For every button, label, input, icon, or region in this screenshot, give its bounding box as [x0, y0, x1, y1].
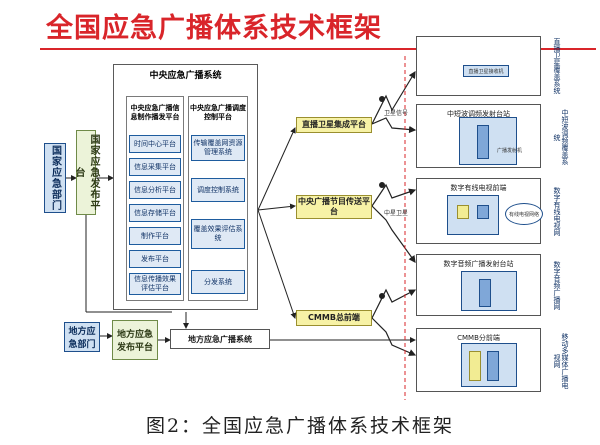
- national-emergency-dept: 国家应急部门: [44, 143, 66, 213]
- station-title: 中短波调频发射台站: [447, 110, 510, 118]
- station-panel: CMMB分前端: [416, 328, 541, 392]
- local-emergency-dept: 地方应急部门: [64, 322, 100, 352]
- station-inner-label: 直播卫星接收机: [468, 69, 504, 75]
- central-program-transmission-platform: 中央广播节目传送平台: [296, 195, 372, 219]
- national-release-platform: 国家应急发布平台: [73, 130, 99, 215]
- receiver-block: [463, 65, 509, 77]
- central-system-title: 中央应急广播系统: [149, 71, 222, 81]
- transmitter-block: [477, 125, 489, 159]
- left-cell: 发布平台: [129, 250, 181, 268]
- left-cell: 时间中心平台: [129, 135, 181, 153]
- satellite-integration-platform: 直播卫星集成平台: [296, 117, 372, 133]
- local-release-platform: 地方应急发布平台: [112, 320, 158, 360]
- station-title: CMMB分前端: [457, 334, 500, 342]
- title-underline: [40, 48, 596, 50]
- local-broadcast-system: 地方应急广播系统: [170, 329, 270, 349]
- left-cell: 信息存储平台: [129, 204, 181, 222]
- station-tag: 数字音频广播网: [553, 260, 561, 310]
- left-cell: 信息采集平台: [129, 158, 181, 176]
- cable-frontend-box: [447, 195, 499, 235]
- left-cell: 制作平台: [129, 227, 181, 245]
- right-cell: 分发系统: [191, 270, 245, 294]
- figure-caption: 图2：全国应急广播体系技术框架: [145, 415, 455, 437]
- cable-yellow-block: [457, 205, 469, 219]
- right-cell: 调度控制系统: [191, 178, 245, 202]
- station-tag: 数字有线电视网: [553, 186, 561, 236]
- station-panel: 数字有线电视前端 有线电视网络: [416, 178, 543, 244]
- cable-network-cloud: [505, 203, 543, 225]
- cmmb-yellow-block: [469, 351, 481, 381]
- station-tag: 直播卫星覆盖系统: [553, 38, 561, 94]
- station-inner-label: 广播发射机: [497, 148, 523, 154]
- station-tag: 移动多媒体广播电视网: [553, 333, 569, 389]
- right-cell: 覆盖效果评估系统: [191, 219, 245, 249]
- dab-block: [479, 279, 491, 307]
- station-title: 数字有线电视前端: [450, 184, 507, 192]
- cable-blue-block: [477, 205, 489, 219]
- link-label: 中星卫星: [384, 210, 409, 217]
- page-title: 全国应急广播体系技术框架: [46, 13, 382, 44]
- production-platform-header: 中央应急广播信息制作播发平台: [130, 104, 180, 121]
- cmmb-blue-block: [487, 351, 499, 381]
- link-label: 卫星信号: [384, 110, 409, 117]
- station-panel: 数字音频广播发射台站: [416, 254, 541, 316]
- right-cell: 传输覆盖网资源管理系统: [191, 135, 245, 161]
- station-tag: 中短波调频覆盖系统: [553, 109, 569, 165]
- cmmb-head-end: CMMB总前端: [296, 310, 372, 326]
- left-cell: 信息传播效果评估平台: [129, 273, 181, 295]
- station-title: 数字音频广播发射台站: [443, 260, 514, 268]
- station-panel: 直播卫星接收机: [416, 36, 541, 96]
- station-inner-label: 有线电视网络: [508, 212, 539, 218]
- left-cell: 信息分析平台: [129, 181, 181, 199]
- dispatch-platform-header: 中央应急广播调度控制平台: [190, 104, 246, 121]
- station-panel: 中短波调频发射台站 广播发射机: [416, 104, 541, 168]
